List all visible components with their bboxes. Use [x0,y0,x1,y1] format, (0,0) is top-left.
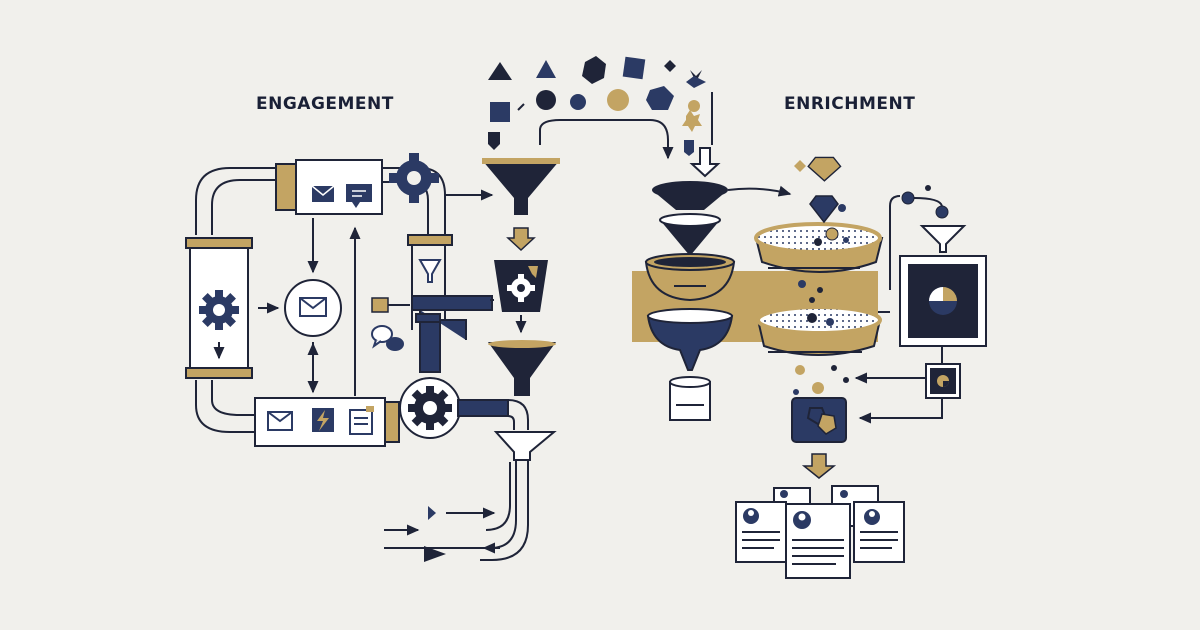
bowl [644,253,736,302]
enrichment-title: ENRICHMENT [784,94,916,114]
funnel-icon [493,431,557,461]
envelope-icon [267,411,293,431]
funnel-icon [919,225,967,253]
document-icon [349,406,374,435]
diamond-icon [807,156,842,224]
funnel-icon [418,259,442,283]
raw-data-shapes [488,56,721,178]
funnel-icon [488,340,556,396]
profile-card-icon [785,503,851,579]
analysis-column [854,185,987,424]
database-icon [669,376,711,421]
profile-card-icon [735,501,787,563]
sieve-icon [756,305,882,356]
chat-icon [346,184,372,208]
incoming-arrows [384,506,500,562]
square-icon [490,102,510,122]
star-icon [682,110,702,132]
envelope-icon [299,297,327,317]
chat-icon [371,325,404,351]
pie-chart-icon [925,363,961,399]
funnel-icon [482,158,560,215]
profile-cards [735,485,905,579]
top-message-box [275,159,383,215]
enrichment-funnels [644,181,792,421]
square-icon [622,56,646,80]
funnel-icon [652,181,728,210]
profile-card-icon [853,501,905,563]
envelope-hub [258,218,361,396]
sieve-icon [754,222,884,273]
circle-icon [536,90,556,110]
left-pipe-column [185,237,253,379]
bottom-action-box [254,397,400,447]
engagement-pump [371,234,529,439]
lightning-icon [312,408,334,432]
hexagon-icon [582,56,606,84]
envelope-icon [311,185,335,202]
triangle-icon [488,62,512,80]
pie-chart-icon [899,255,987,347]
engagement-title: ENGAGEMENT [256,94,394,114]
gear-icon [389,153,439,203]
gear-icon [399,377,461,439]
processing-box [791,365,849,479]
diamond-icon [664,60,676,72]
gear-bucket [490,260,548,312]
hexagon-icon [646,86,674,110]
triangle-icon [536,60,556,78]
gear-icon [199,290,239,330]
funnel-icon [646,308,734,371]
